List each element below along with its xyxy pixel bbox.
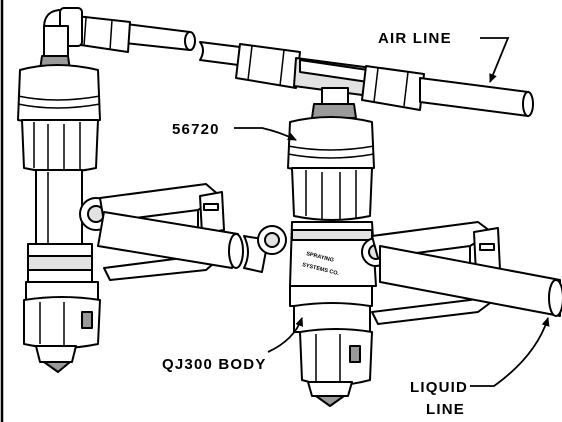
- air-line-leader: [480, 37, 510, 83]
- part-number-label: 56720: [172, 121, 220, 138]
- part-number-leader: [234, 127, 297, 141]
- air-line-label: AIR LINE: [378, 30, 452, 47]
- leader-lines: [234, 37, 550, 387]
- center-nozzle-assembly: [287, 87, 377, 407]
- left-nozzle-assembly: [17, 7, 101, 373]
- body-label: QJ300 BODY: [162, 356, 267, 373]
- body-leader: [267, 317, 304, 353]
- liquid-line-leader: [470, 317, 550, 387]
- liquid-line-label-line1: LIQUID: [410, 379, 468, 396]
- liquid-line-pipe-right: [379, 245, 562, 317]
- liquid-line-label-line2: LINE: [426, 401, 465, 418]
- air-line-pipe: [73, 15, 534, 117]
